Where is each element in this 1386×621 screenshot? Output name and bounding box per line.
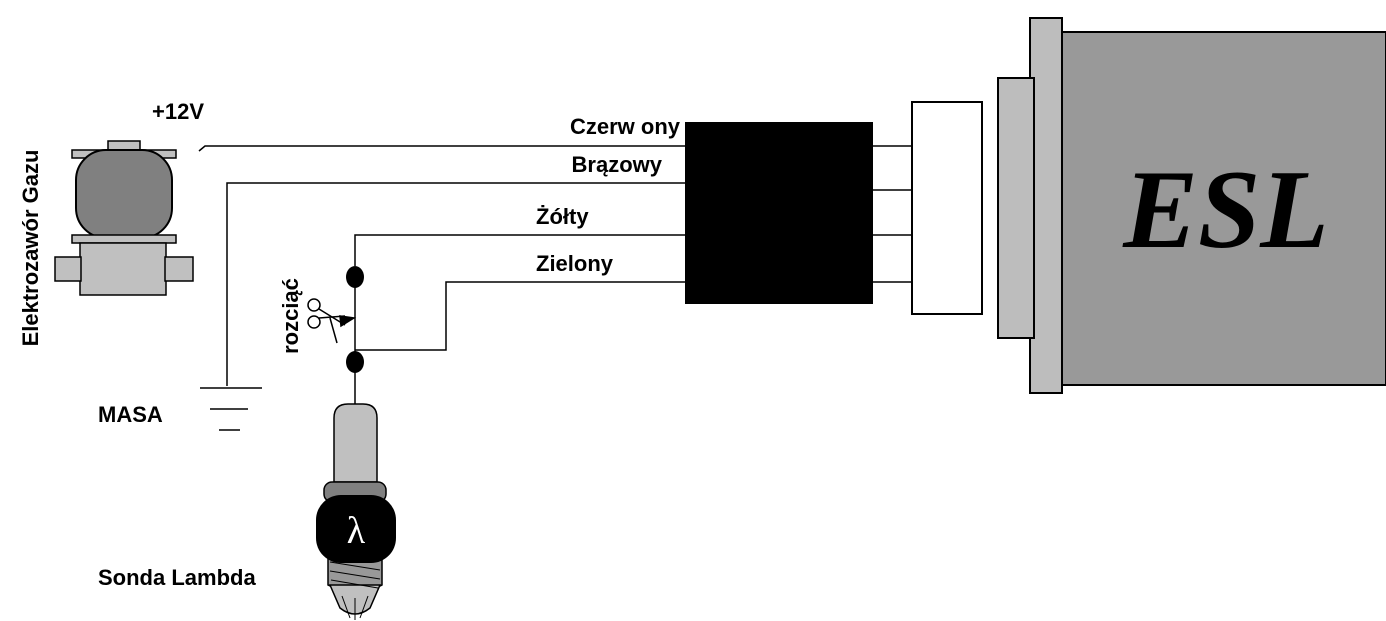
plug-wires bbox=[872, 145, 912, 283]
esl-unit: ESL bbox=[997, 17, 1386, 394]
esl-flange bbox=[997, 77, 1035, 339]
lambda-head bbox=[316, 495, 396, 563]
plug-connector bbox=[911, 101, 983, 315]
valve-base bbox=[79, 242, 167, 296]
cut-label: rozciąć bbox=[278, 278, 303, 354]
wire-yellow bbox=[354, 234, 685, 266]
wire-label-green: Zielony bbox=[536, 251, 614, 276]
wire-label-yellow: Żółty bbox=[536, 204, 589, 229]
wire-red bbox=[198, 145, 685, 152]
wire-green bbox=[355, 281, 685, 351]
esl-body bbox=[1061, 31, 1386, 386]
wire-label-brown: Brązowy bbox=[572, 152, 663, 177]
ground-label: MASA bbox=[98, 402, 163, 427]
lambda-label: Sonda Lambda bbox=[98, 565, 256, 590]
scissors-icon bbox=[307, 298, 357, 344]
valve-coil bbox=[75, 149, 173, 239]
wire-brown bbox=[226, 182, 685, 386]
wire-label-red: Czerw ony bbox=[570, 114, 681, 139]
lambda-sensor: λ bbox=[316, 403, 396, 620]
lambda-symbol: λ bbox=[347, 510, 366, 552]
wires bbox=[198, 145, 685, 404]
cut-dot-top bbox=[346, 266, 364, 288]
connector-block bbox=[685, 122, 873, 304]
ground-symbol bbox=[200, 387, 262, 431]
valve-label: Elektrozawór Gazu bbox=[18, 150, 43, 347]
gas-valve bbox=[54, 140, 194, 296]
esl-label: ESL bbox=[1122, 148, 1328, 272]
plus12v-label: +12V bbox=[152, 99, 204, 124]
cut-dot-bottom bbox=[346, 351, 364, 373]
